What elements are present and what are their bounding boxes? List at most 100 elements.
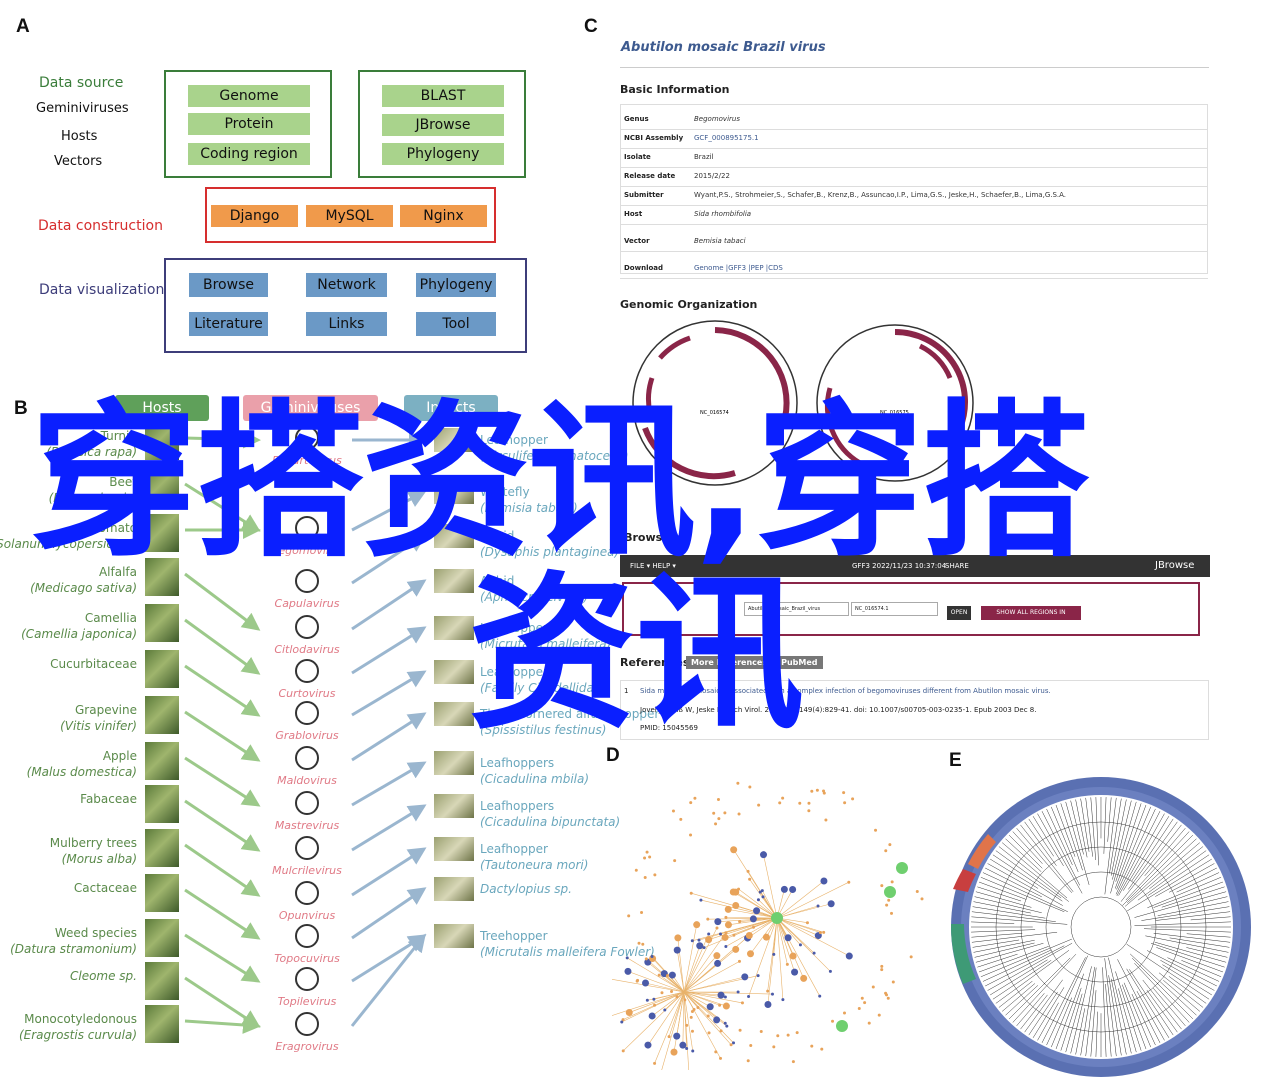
chip-phylogeny[interactable]: Phylogeny xyxy=(382,143,504,165)
tree-branch xyxy=(1163,979,1201,1012)
host-item[interactable]: Weed species(Datura stramonium) xyxy=(10,925,137,957)
host-photo xyxy=(145,514,179,552)
insect-latin: (Bemisia tabaci) xyxy=(480,501,578,515)
insect-item[interactable]: Treehopper(Micrutalis malleifera Fowler) xyxy=(480,928,655,960)
virus-name[interactable]: Begomovirus xyxy=(270,544,344,557)
chip-django[interactable]: Django xyxy=(211,205,298,227)
insect-item[interactable]: Leafhoppers(Cicadulina mbila) xyxy=(480,755,589,787)
open-button[interactable]: OPEN xyxy=(947,606,971,620)
insect-photo xyxy=(434,480,474,504)
more-references-button[interactable]: More References in PubMed xyxy=(686,656,823,669)
jb-menu[interactable]: FILE ▾ HELP ▾ xyxy=(630,562,676,570)
insect-item[interactable]: Leafhopper(Family Cicadellidae) xyxy=(480,664,606,696)
chip-network[interactable]: Network xyxy=(306,273,387,297)
host-item[interactable]: Alfalfa(Medicago sativa) xyxy=(30,564,137,596)
insect-item[interactable]: Dactylopius sp. xyxy=(480,881,572,897)
network-node xyxy=(890,911,894,915)
host-item[interactable]: Mulberry trees(Morus alba) xyxy=(50,835,137,867)
network-node xyxy=(652,997,656,1001)
host-item[interactable]: Monocotyledonous(Eragrostis curvula) xyxy=(19,1011,137,1043)
virus-name[interactable]: Becurtovirus xyxy=(272,454,342,467)
jb-share[interactable]: SHARE xyxy=(945,562,969,570)
virus-name[interactable]: Topilevirus xyxy=(277,995,337,1008)
virus-insect-arrow xyxy=(351,712,427,762)
tree-branch xyxy=(1123,816,1170,891)
virus-name[interactable]: Grablovirus xyxy=(275,729,339,742)
ref-title[interactable]: Sida micrantha mosaic is associated with… xyxy=(640,687,1051,695)
chip-mysql[interactable]: MySQL xyxy=(306,205,393,227)
chip-genome[interactable]: Genome xyxy=(188,85,310,107)
insect-item[interactable]: Three-cornered alfalfa hopper(Spissistil… xyxy=(480,706,659,738)
network-node xyxy=(891,980,895,984)
source-item: Geminiviruses xyxy=(36,101,129,116)
virus-name[interactable]: Curtovirus xyxy=(278,687,336,700)
virus-genome-icon xyxy=(295,924,319,948)
insect-latin: (Family Cicadellidae) xyxy=(480,681,606,695)
network-node xyxy=(643,875,647,879)
host-item[interactable]: Apple(Malus domestica) xyxy=(27,748,137,780)
virus-name[interactable]: Capulavirus xyxy=(274,597,340,610)
panel-label-e: E xyxy=(949,750,962,771)
host-item[interactable]: Cucurbitaceae xyxy=(50,656,137,672)
host-item[interactable]: Cactaceae xyxy=(74,880,137,896)
virus-name[interactable]: Citlodavirus xyxy=(274,643,340,656)
tree-branch xyxy=(1115,803,1142,882)
info-value[interactable]: GCF_000895175.1 xyxy=(694,134,759,142)
assembly-select[interactable]: Abutilon_mosaic_Brazil_virus xyxy=(744,602,849,616)
chip-literature[interactable]: Literature xyxy=(189,312,268,336)
virus-name[interactable]: Topocuvirus xyxy=(274,952,340,965)
virus-title[interactable]: Abutilon mosaic Brazil virus xyxy=(621,40,826,55)
tree-branch xyxy=(1134,921,1231,926)
chip-links[interactable]: Links xyxy=(306,312,387,336)
tree-branch xyxy=(975,943,1044,963)
host-item[interactable]: Camellia(Camellia japonica) xyxy=(21,610,137,642)
chip-protein[interactable]: Protein xyxy=(188,113,310,135)
insect-item[interactable]: Leafhopper(Tautoneura mori) xyxy=(480,841,588,873)
insect-item[interactable]: Leafhopper(Micrutalis malleifera) xyxy=(480,620,611,652)
network-hub xyxy=(896,862,908,874)
host-item[interactable]: Turnip(Brassica rapa) xyxy=(46,428,137,460)
network-node xyxy=(648,1012,656,1020)
host-item[interactable]: Fabaceae xyxy=(80,791,137,807)
virus-name[interactable]: Mulcrilevirus xyxy=(272,864,342,877)
network-node xyxy=(857,1006,861,1010)
host-latin: (Beta vulgaris) xyxy=(48,491,137,505)
network-node xyxy=(807,809,811,813)
network-node xyxy=(689,891,693,895)
locus-input[interactable]: NC_016574.1 xyxy=(851,602,938,616)
chip-jbrowse[interactable]: JBrowse xyxy=(382,114,504,136)
network-node xyxy=(760,889,764,893)
chip-tool[interactable]: Tool xyxy=(416,312,496,336)
chip-browse[interactable]: Browse xyxy=(189,273,268,297)
chip-phylogeny-vis[interactable]: Phylogeny xyxy=(416,273,496,297)
tree-branch xyxy=(1001,983,1036,1012)
insect-item[interactable]: Leafhoppers(Cicadulina bipunctata) xyxy=(480,798,620,830)
network-node xyxy=(625,956,629,960)
host-item[interactable]: Grapevine(Vitis vinifer) xyxy=(60,702,137,734)
virus-name[interactable]: Eragrovirus xyxy=(275,1040,339,1053)
network-node xyxy=(679,817,683,821)
insect-item[interactable]: Aphid(Aphis craccivora) xyxy=(480,573,588,605)
insect-item[interactable]: Whitefly (Bemisia tabaci) xyxy=(480,484,578,516)
virus-name[interactable]: Mastrevirus xyxy=(274,819,340,832)
tree-branch xyxy=(1127,838,1197,903)
host-item[interactable]: Cleome sp. xyxy=(70,968,137,984)
chip-blast[interactable]: BLAST xyxy=(382,85,504,107)
chip-nginx[interactable]: Nginx xyxy=(400,205,487,227)
virus-name[interactable]: Maldovirus xyxy=(277,774,337,787)
info-value[interactable]: Genome |GFF3 |PEP |CDS xyxy=(694,264,783,272)
show-all-regions-button[interactable]: SHOW ALL REGIONS IN ASSEMBLY xyxy=(981,606,1081,630)
insect-item[interactable]: Aphid(Dysaphis plantaginea) xyxy=(480,528,619,560)
chip-coding-region[interactable]: Coding region xyxy=(188,143,310,165)
virus-name[interactable]: Opunvirus xyxy=(278,909,336,922)
tree-ring xyxy=(1045,871,1157,983)
insect-item[interactable]: Leafhopper(Circulifer haematoceps) xyxy=(480,432,629,464)
network-node xyxy=(725,1024,729,1028)
host-item[interactable]: Beet(Beta vulgaris) xyxy=(49,474,137,506)
network-node xyxy=(718,1056,722,1060)
tree-branch xyxy=(1095,797,1099,866)
host-item[interactable]: Tomato(Solanum lycopersicum) xyxy=(0,520,137,552)
insect-name: Whitefly xyxy=(480,485,530,499)
network-node xyxy=(625,1009,633,1017)
